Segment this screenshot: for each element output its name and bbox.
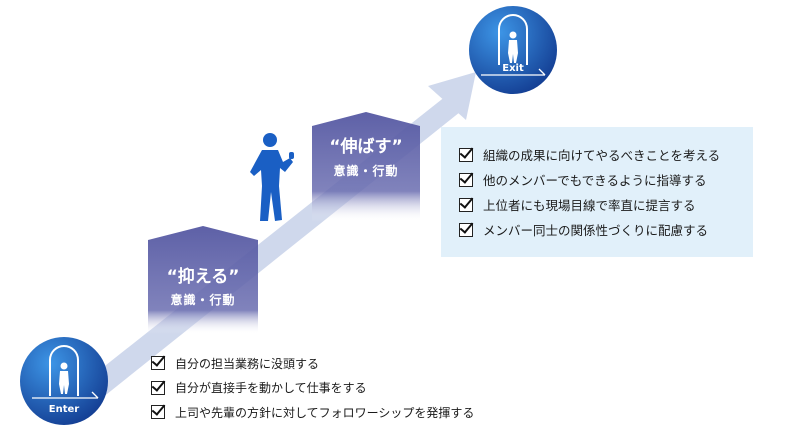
list-item: メンバー同士の関係性づくりに配慮する: [459, 217, 720, 242]
businessman-icon: [250, 133, 294, 221]
checkbox-checked-icon: [151, 405, 165, 420]
list-item: 組織の成果に向けてやるべきことを考える: [459, 142, 720, 167]
stage1-subtitle: 意識・行動: [170, 293, 236, 307]
checkbox-checked-icon: [151, 380, 165, 395]
list-item: 上司や先輩の方針に対してフォロワーシップを発揮する: [151, 400, 474, 425]
list-item: 上位者にも現場目線で率直に提言する: [459, 192, 720, 217]
stage1-badge: [148, 226, 258, 334]
list-item: 自分の担当業務に没頭する: [151, 351, 474, 376]
lower-checklist: 自分の担当業務に没頭する 自分が直接手を動かして仕事をする 上司や先輩の方針に対…: [151, 351, 474, 425]
stage2-subtitle: 意識・行動: [333, 164, 399, 178]
checkbox-checked-icon: [459, 197, 473, 212]
checkbox-checked-icon: [459, 172, 473, 187]
checkbox-checked-icon: [151, 356, 165, 371]
list-item: 自分が直接手を動かして仕事をする: [151, 376, 474, 401]
door-person-icon: [508, 31, 518, 63]
door-person-icon: [59, 362, 69, 394]
list-item: 他のメンバーでもできるように指導する: [459, 167, 720, 192]
checkbox-checked-icon: [459, 147, 473, 162]
enter-circle: [20, 337, 108, 425]
stage2-title: “伸ばす”: [329, 137, 403, 157]
exit-label: Exit: [502, 63, 524, 74]
exit-circle: [469, 6, 557, 94]
enter-label: Enter: [48, 404, 80, 415]
stage1-title: “抑える”: [166, 267, 240, 287]
checkbox-checked-icon: [459, 222, 473, 237]
upper-checklist-panel: [441, 127, 753, 257]
stage2-badge: [312, 112, 420, 222]
upper-checklist: 組織の成果に向けてやるべきことを考える 他のメンバーでもできるように指導する 上…: [459, 142, 720, 242]
